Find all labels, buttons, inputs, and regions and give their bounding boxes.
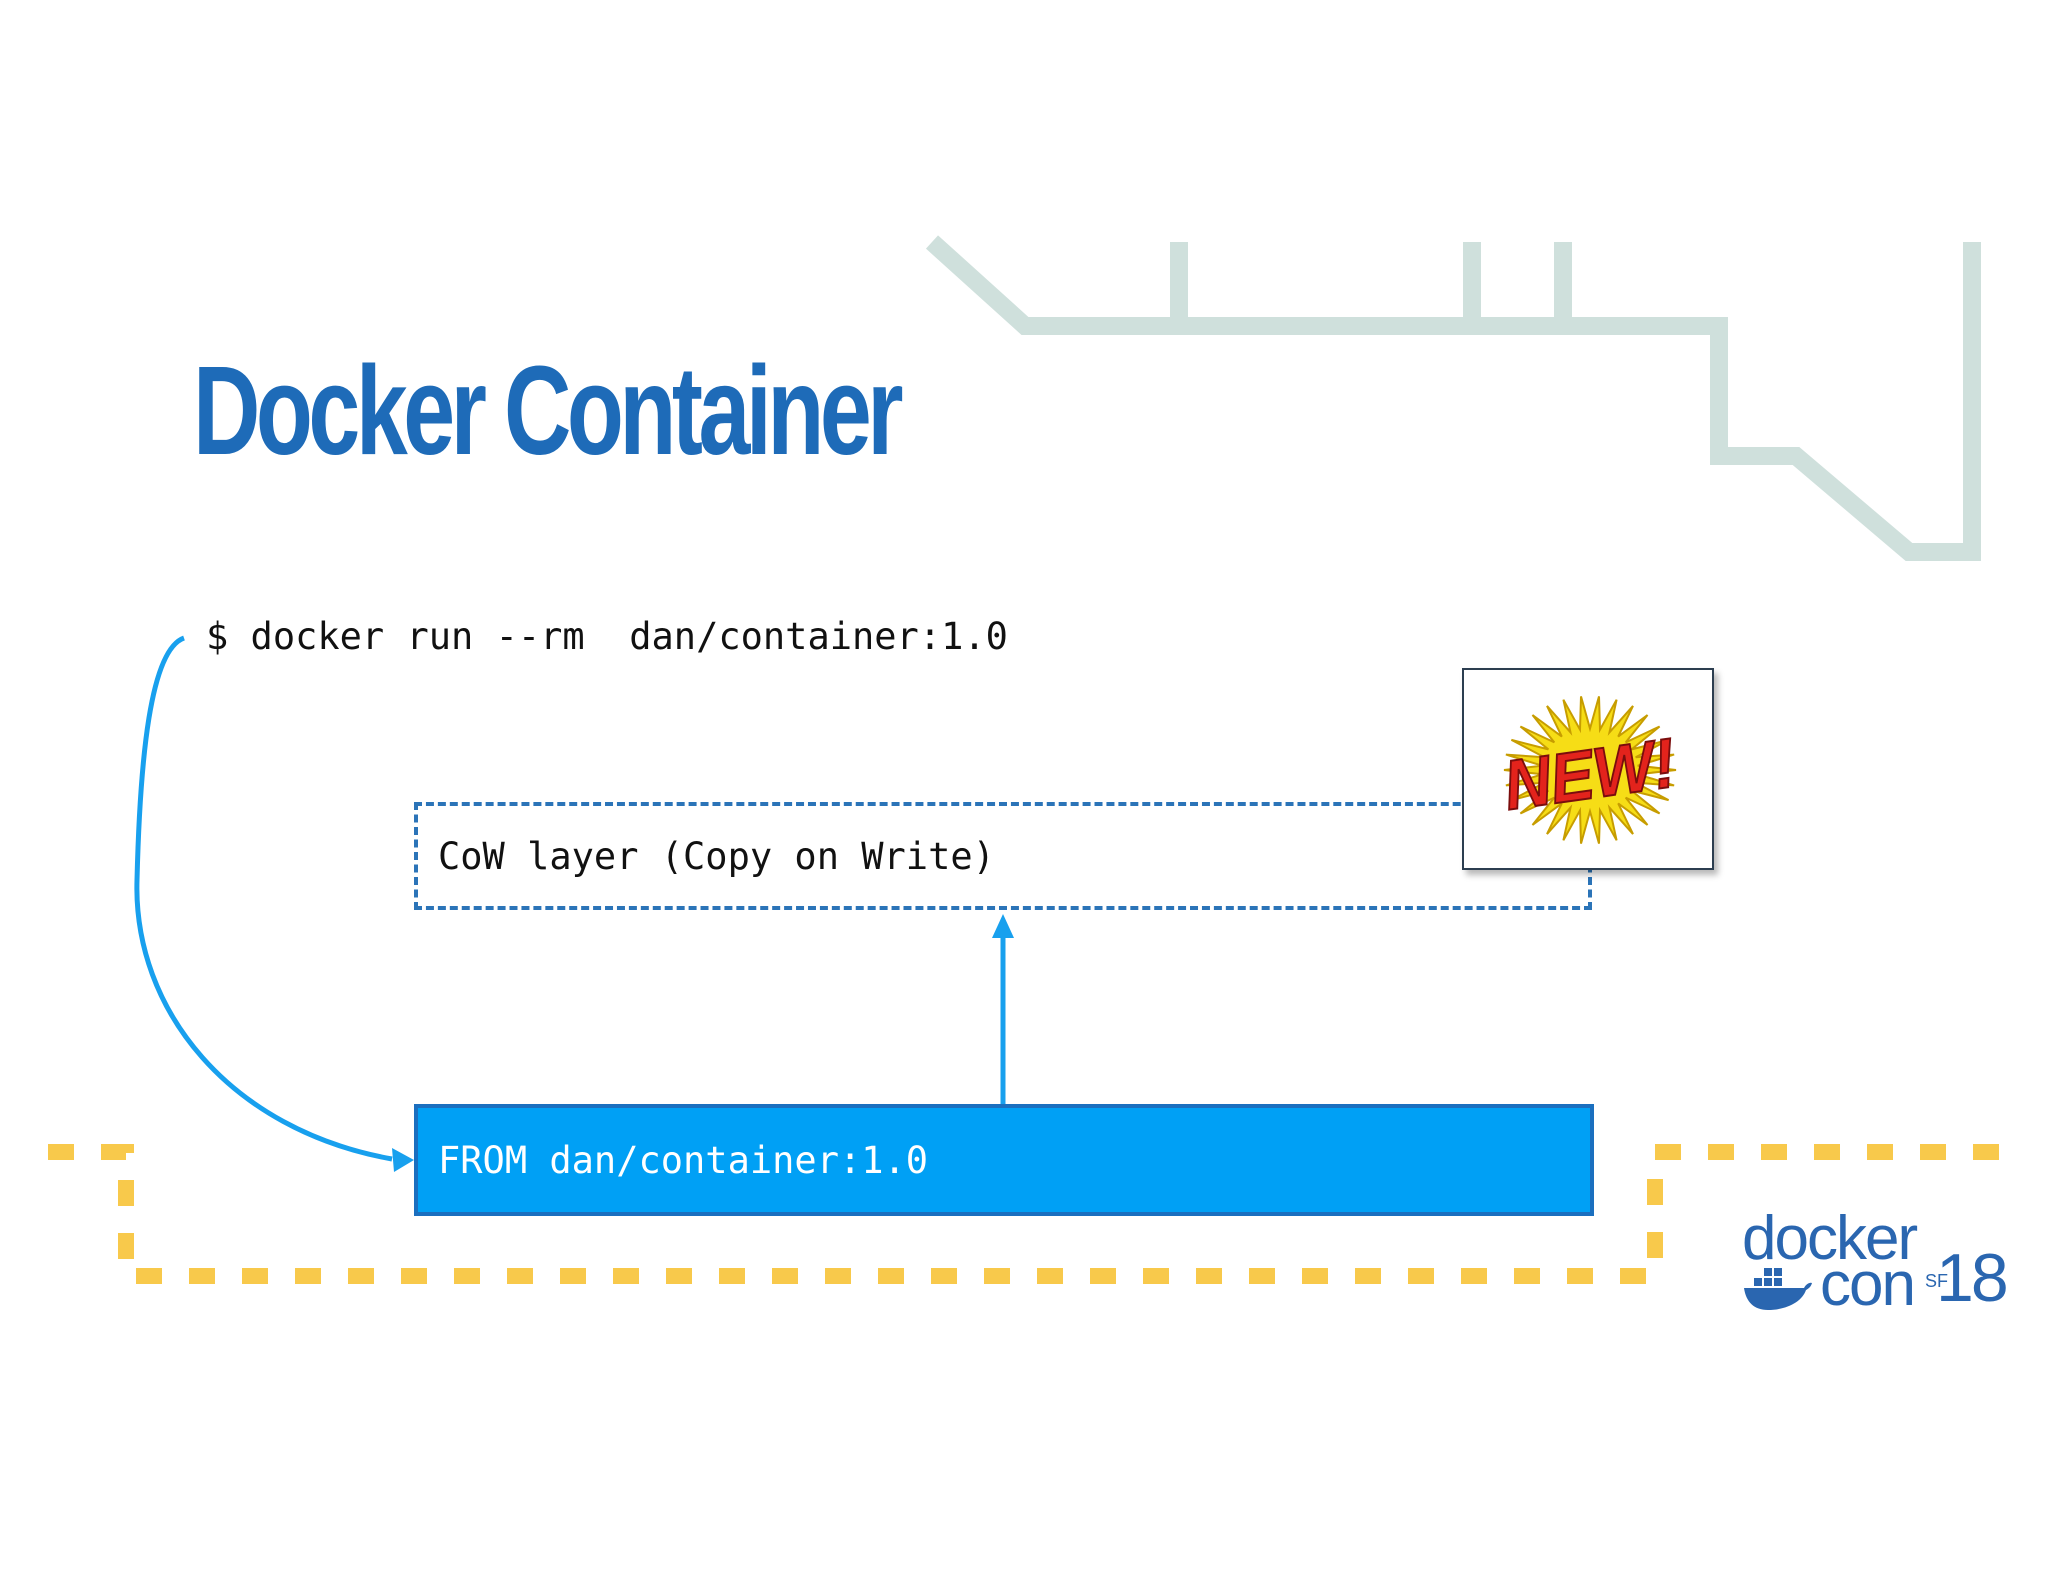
dockercon-sf18-logo: docker con SF 18 xyxy=(1742,1204,2009,1319)
cow-layer-box: CoW layer (Copy on Write) xyxy=(414,802,1592,910)
starburst-icon: NEW! xyxy=(1498,696,1681,844)
logo-year-text: 18 xyxy=(1936,1240,2009,1316)
docker-whale-icon xyxy=(1744,1268,1812,1310)
new-badge: NEW! xyxy=(1462,668,1714,870)
base-image-layer-label: FROM dan/container:1.0 xyxy=(438,1138,929,1182)
slide-title: Docker Container xyxy=(193,340,904,481)
docker-run-command: $ docker run --rm dan/container:1.0 xyxy=(206,615,1008,658)
cow-layer-label: CoW layer (Copy on Write) xyxy=(438,834,995,878)
yellow-dashed-path xyxy=(48,1144,2012,1284)
base-image-layer-box: FROM dan/container:1.0 xyxy=(414,1104,1594,1216)
logo-location-text: SF xyxy=(1925,1271,1949,1291)
cow-arrow-head-icon xyxy=(992,914,1014,938)
command-to-base-arrow xyxy=(134,635,393,1162)
logo-con-text: con xyxy=(1820,1250,1916,1319)
track-decoration xyxy=(925,235,1981,561)
base-arrow-head-icon xyxy=(392,1148,414,1172)
logo-docker-text: docker xyxy=(1742,1204,1918,1273)
